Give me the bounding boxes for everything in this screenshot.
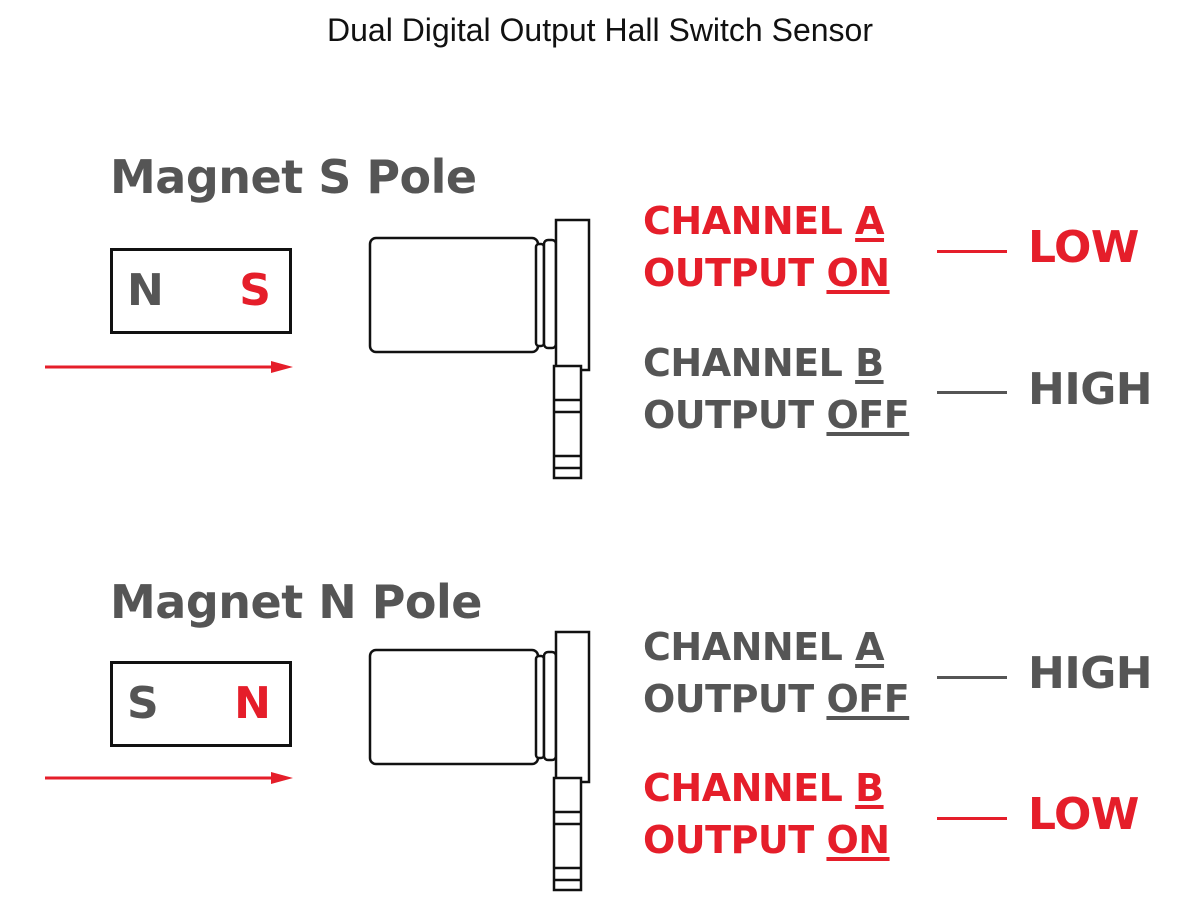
channel-a-label: CHANNEL A OUTPUT ON [643,199,890,295]
hall-sensor-icon [368,630,591,892]
magnet-bar: N S [110,248,292,334]
channel-a-label: CHANNEL A OUTPUT OFF [643,625,910,721]
connector-line [937,676,1007,679]
motion-arrow-icon [45,361,293,373]
output-state: OFF [826,677,910,721]
output-state: ON [826,251,890,295]
channel-b-level: HIGH [1028,364,1153,415]
channel-letter: B [855,766,884,810]
connector-line [937,391,1007,394]
motion-arrow-icon [45,772,293,784]
panel-heading: Magnet S Pole [110,150,477,204]
channel-a-level: LOW [1028,222,1139,273]
magnet-pole-right: N [234,678,271,729]
magnet-pole-left: N [127,265,164,316]
magnet-bar: S N [110,661,292,747]
hall-sensor-icon [368,218,591,480]
channel-letter: A [855,199,885,243]
magnet-pole-left: S [127,678,159,729]
channel-letter: B [855,341,884,385]
output-state: OFF [826,393,910,437]
channel-b-label: CHANNEL B OUTPUT OFF [643,341,910,437]
diagram-title: Dual Digital Output Hall Switch Sensor [326,12,873,48]
channel-b-level: LOW [1028,789,1139,840]
channel-letter: A [855,625,885,669]
panel-heading: Magnet N Pole [110,575,483,629]
magnet-pole-right: S [239,265,271,316]
channel-a-level: HIGH [1028,648,1153,699]
channel-b-label: CHANNEL B OUTPUT ON [643,766,890,862]
connector-line [937,250,1007,253]
connector-line [937,817,1007,820]
output-state: ON [826,818,890,862]
